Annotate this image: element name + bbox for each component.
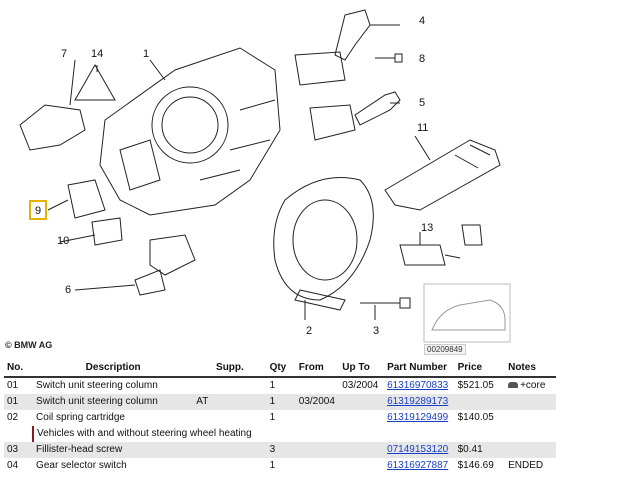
table-row: 01 Switch unit steering column AT 1 03/2… xyxy=(4,394,556,410)
row-notes xyxy=(505,410,556,426)
screw-drawing xyxy=(360,297,411,309)
table-row: 04 Gear selector switch 1 61316927887 $1… xyxy=(4,458,556,474)
row-description: Coil spring cartridge xyxy=(36,412,125,423)
header-upto: Up To xyxy=(339,358,385,378)
row-description: Gear selector switch xyxy=(36,460,127,471)
row-no: 02 xyxy=(7,412,19,423)
row-upto xyxy=(339,410,384,426)
table-row: 01 Switch unit steering column 1 03/2004… xyxy=(4,377,556,394)
header-no: No. xyxy=(4,358,34,378)
row-qty: 1 xyxy=(269,380,276,391)
callout-1: 1 xyxy=(143,48,149,60)
exploded-diagram-svg: 7 14 1 4 8 5 11 13 9 10 6 2 3 xyxy=(19,9,511,343)
header-qty: Qty xyxy=(266,358,296,378)
row-from xyxy=(295,442,340,458)
warning-label-drawing xyxy=(74,63,116,101)
row-qty: 1 xyxy=(269,460,276,471)
row-notes xyxy=(505,394,556,410)
callout-2: 2 xyxy=(306,325,312,337)
row-qty: 3 xyxy=(266,442,296,458)
row-description: Fillister-head screw xyxy=(33,442,194,458)
part-number-link[interactable]: 61319289173 xyxy=(387,396,449,407)
callout-9: 9 xyxy=(35,205,41,217)
row-upto: 03/2004 xyxy=(342,380,379,391)
switch-carrier-drawing xyxy=(99,47,281,216)
callout-5: 5 xyxy=(419,97,425,109)
table-note-row: Vehicles with and without steering wheel… xyxy=(4,426,556,442)
row-from xyxy=(296,458,339,474)
header-from: From xyxy=(295,358,340,378)
car-icon xyxy=(508,382,519,389)
row-notes: +core xyxy=(505,377,556,394)
callout-8: 8 xyxy=(419,53,425,65)
header-price: Price xyxy=(454,358,506,378)
row-supp xyxy=(193,442,267,458)
row-upto xyxy=(339,458,384,474)
callout-14: 14 xyxy=(91,48,103,60)
control-unit-drawing xyxy=(384,139,501,211)
row-upto xyxy=(339,394,385,410)
row-note: Vehicles with and without steering wheel… xyxy=(32,426,267,442)
row-supp xyxy=(193,458,266,474)
row-no: 03 xyxy=(4,442,34,458)
row-price: $0.41 xyxy=(454,442,506,458)
header-notes: Notes xyxy=(505,358,556,378)
table-row: 02 Coil spring cartridge 1 61319129499 $… xyxy=(4,410,556,426)
row-price: $146.69 xyxy=(457,460,494,471)
row-from: 03/2004 xyxy=(295,394,340,410)
header-supp: Supp. xyxy=(193,358,267,378)
parts-table: No. Description Supp. Qty From Up To Par… xyxy=(4,358,556,474)
row-price: $140.05 xyxy=(457,412,494,423)
row-from xyxy=(296,377,339,394)
part-number-link[interactable]: 61316970833 xyxy=(387,380,449,391)
part-number-link[interactable]: 61316927887 xyxy=(387,460,449,471)
callout-labels: 7 14 1 4 8 5 11 13 9 10 6 2 3 xyxy=(29,15,433,337)
part-number-link[interactable]: 07149153120 xyxy=(387,444,449,455)
row-notes: ENDED xyxy=(508,460,544,471)
wiper-switch-drawing xyxy=(309,104,356,141)
callout-13: 13 xyxy=(421,222,433,234)
header-description: Description xyxy=(33,358,194,378)
copyright-label: © BMW AG xyxy=(5,340,53,350)
diagram-id-label: 00209849 xyxy=(424,344,466,355)
row-supp: AT xyxy=(193,394,267,410)
row-upto xyxy=(339,442,385,458)
row-no: 01 xyxy=(4,394,34,410)
callout-10: 10 xyxy=(57,235,69,247)
callout-11: 11 xyxy=(417,122,428,134)
row-supp xyxy=(193,377,266,394)
gear-selector-drawing xyxy=(334,9,371,61)
row-price: $521.05 xyxy=(457,380,494,391)
row-description: Switch unit steering column xyxy=(36,380,158,391)
table-row: 03 Fillister-head screw 3 07149153120 $0… xyxy=(4,442,556,458)
row-price xyxy=(454,394,506,410)
callout-6: 6 xyxy=(65,284,71,296)
callout-9-highlight xyxy=(29,200,47,220)
row-from xyxy=(296,410,339,426)
row-no: 01 xyxy=(7,380,19,391)
stalk-switch-drawing xyxy=(19,104,86,151)
notes-text: +core xyxy=(520,380,546,391)
parts-diagram: 7 14 1 4 8 5 11 13 9 10 6 2 3 xyxy=(19,9,511,343)
callout-4: 4 xyxy=(419,15,425,27)
callout-3: 3 xyxy=(373,325,379,337)
table-header-row: No. Description Supp. Qty From Up To Par… xyxy=(4,358,556,378)
part-number-link[interactable]: 61319129499 xyxy=(387,412,449,423)
coil-spring-drawing xyxy=(273,177,374,301)
callout-7: 7 xyxy=(61,48,67,60)
row-qty: 1 xyxy=(269,412,276,423)
header-part-number: Part Number xyxy=(384,358,455,378)
row-qty: 1 xyxy=(266,394,296,410)
row-description: Switch unit steering column xyxy=(33,394,194,410)
row-supp xyxy=(193,410,266,426)
row-notes xyxy=(505,442,556,458)
row-no: 04 xyxy=(7,460,19,471)
